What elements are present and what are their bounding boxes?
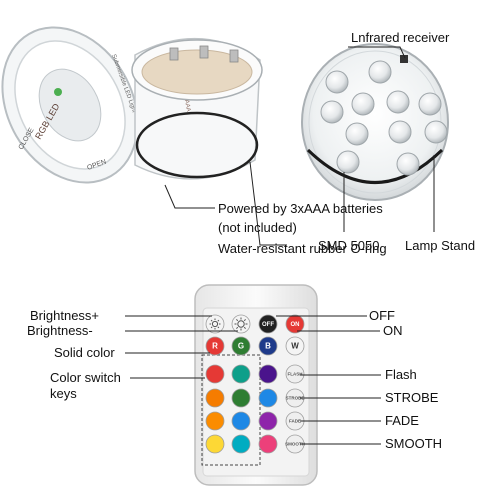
led-light-lid: RGB LED CLOSE OPEN Submersible LED Light [1,26,139,184]
on-button[interactable] [285,314,305,334]
blue-button[interactable] [258,336,278,356]
brightness-up-button[interactable] [205,314,225,334]
smooth-label: SMOOTH [385,436,443,451]
batteries-label: Powered by 3xAAA batteries [218,201,383,216]
remote-leader-lines [125,315,381,445]
flash-label: Flash [385,367,417,382]
flash-button[interactable] [285,364,305,384]
red-button-text: R [212,342,218,351]
infrared-receiver-label: Lnfrared receiver [351,30,450,45]
color-key-yellow-4[interactable] [205,434,225,454]
smooth-button-text: SMOOTH [285,442,305,447]
color-key-cyan-4[interactable] [231,434,251,454]
on-label: ON [383,323,403,338]
strobe-label: STROBE [385,390,439,405]
lamp-stand-label: Lamp Stand [405,238,476,253]
color-key-teal-1[interactable] [231,364,251,384]
off-label: OFF [369,308,395,323]
color-key-red-1[interactable] [205,364,225,384]
color-keys-box [201,354,261,466]
color-switch-keys-label: Color switch keys [50,370,121,401]
top-leader-lines [164,46,435,246]
off-button[interactable] [258,314,278,334]
color-key-sky-2[interactable] [258,388,278,408]
brightness-down-icon [234,317,248,331]
white-button[interactable] [285,336,305,356]
green-button[interactable] [231,336,251,356]
smd-label: SMD 5050 [318,238,380,253]
color-key-light_orange-3[interactable] [205,411,225,431]
on-button-text: ON [291,322,300,328]
logo-dot-icon [54,88,62,96]
fade-button-text: FADE [289,419,301,424]
remote-control [194,284,318,486]
flash-button-text: FLASH [288,372,303,377]
color-key-green-2[interactable] [231,388,251,408]
color-key-orange-2[interactable] [205,388,225,408]
solid-color-label: Solid color [54,345,115,360]
battery-slot-label: AAA [183,99,191,112]
battery-base: AAA [131,38,263,180]
infrared-receiver [400,55,408,63]
green-button-text: G [238,342,244,351]
white-button-text: W [291,342,299,351]
fade-label: FADE [385,413,419,428]
brightness-down-label: Brightness- [27,323,93,338]
brightness-up-label: Brightness+ [30,308,100,323]
color-key-purple-1[interactable] [258,364,278,384]
color-key-sky-3[interactable] [231,411,251,431]
strobe-button-text: STROBE [286,396,305,401]
off-button-text: OFF [262,322,274,328]
color-key-pink-4[interactable] [258,434,278,454]
rubber-oring [135,111,259,179]
brightness-up-icon [209,318,221,330]
batteries-note-label: (not included) [218,220,297,235]
led-array [320,60,448,176]
blue-button-text: B [265,342,271,351]
red-button[interactable] [205,336,225,356]
led-dome [301,43,449,201]
color-key-magenta-3[interactable] [258,411,278,431]
oring-label: Water-resistant rubber O-ring [218,241,387,256]
